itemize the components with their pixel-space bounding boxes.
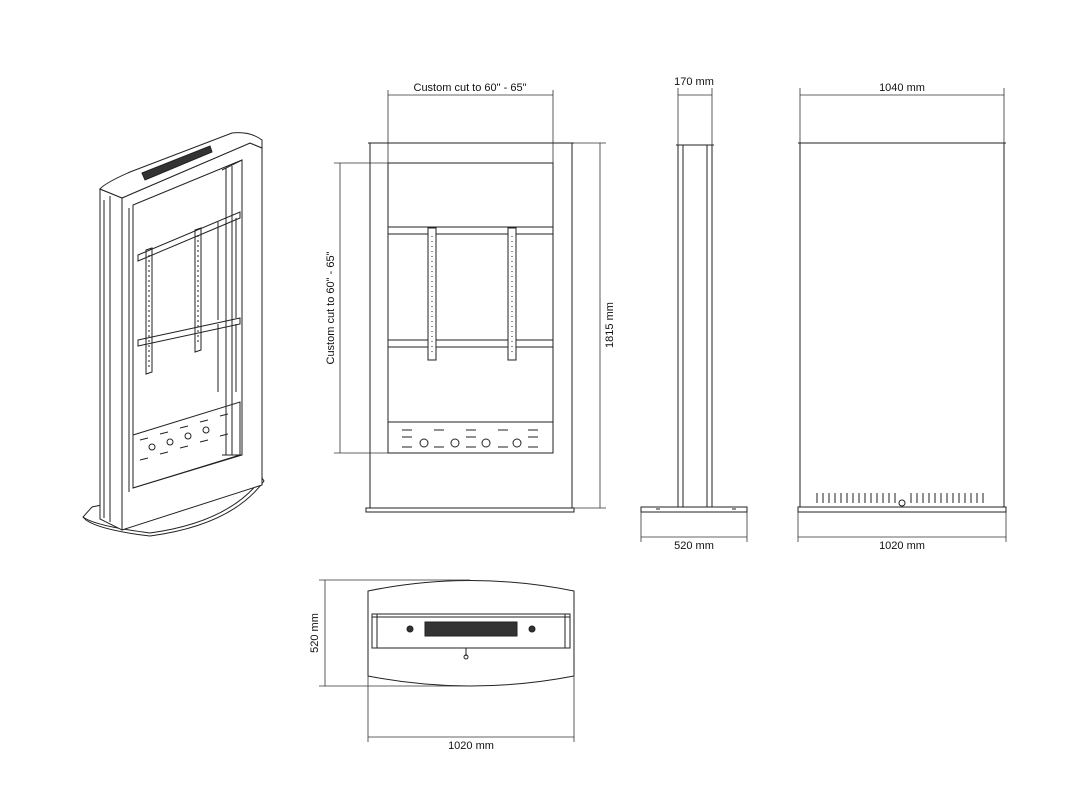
plan-width-label: 1020 mm	[448, 740, 494, 752]
front-width-label: Custom cut to 60" - 65"	[414, 82, 527, 94]
rear-dimension-lines	[797, 88, 1007, 542]
side-view	[640, 144, 748, 513]
front-dimension-lines	[334, 90, 606, 509]
front-vent-holes	[402, 429, 538, 448]
side-dimension-lines	[640, 88, 748, 542]
rear-base-width-label: 1020 mm	[879, 540, 925, 552]
isometric-view	[82, 132, 265, 537]
rear-top-width-label: 1040 mm	[879, 82, 925, 94]
rear-view	[797, 142, 1007, 513]
front-height-label: Custom cut to 60" - 65"	[325, 251, 337, 364]
rear-vent-slots	[816, 493, 984, 507]
total-height-label: 1815 mm	[604, 302, 616, 348]
plan-view	[367, 580, 575, 687]
side-base-label: 520 mm	[674, 540, 714, 552]
side-depth-label: 170 mm	[674, 76, 714, 88]
plan-depth-label: 520 mm	[309, 613, 321, 653]
plan-dimension-lines	[319, 579, 575, 742]
iso-vent-holes	[139, 413, 229, 461]
front-view	[365, 142, 575, 513]
